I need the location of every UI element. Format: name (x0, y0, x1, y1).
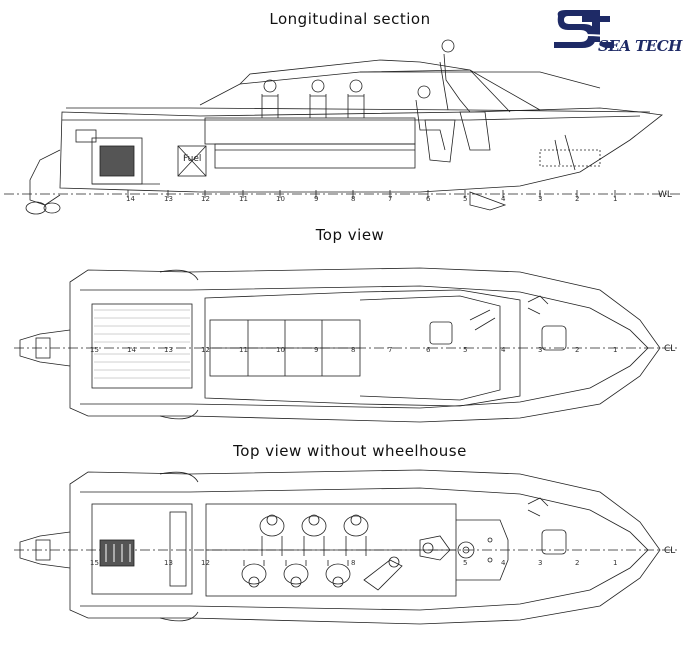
svg-text:2: 2 (575, 195, 579, 203)
waterline-label: WL (658, 190, 672, 200)
svg-text:5: 5 (463, 346, 467, 354)
svg-text:3: 3 (538, 346, 542, 354)
fuel-label: Fuel (183, 154, 201, 164)
station-numbers-bottom: 15 13 12 8 5 4 3 2 1 (90, 559, 617, 567)
svg-text:13: 13 (164, 346, 173, 354)
svg-text:2: 2 (575, 559, 579, 567)
svg-text:12: 12 (201, 346, 210, 354)
svg-text:5: 5 (463, 559, 467, 567)
svg-text:4: 4 (501, 559, 506, 567)
svg-text:9: 9 (314, 195, 318, 203)
svg-text:12: 12 (201, 559, 210, 567)
longitudinal-section (4, 39, 680, 215)
passengers (261, 39, 471, 151)
top-view-no-wheelhouse (14, 469, 680, 625)
svg-text:6: 6 (426, 195, 431, 203)
svg-text:10: 10 (276, 195, 285, 203)
svg-text:9: 9 (314, 346, 318, 354)
svg-text:1: 1 (613, 195, 617, 203)
svg-text:7: 7 (388, 346, 392, 354)
st-mark-icon (552, 10, 623, 48)
svg-text:11: 11 (239, 195, 248, 203)
section-title-top-view: Top view (315, 226, 385, 244)
svg-text:14: 14 (126, 195, 135, 203)
svg-text:13: 13 (164, 559, 173, 567)
seatech-logo-text: SEA TECH (598, 37, 682, 55)
svg-text:4: 4 (501, 195, 506, 203)
station-numbers-side: 14 13 12 11 10 9 8 7 6 5 4 3 2 1 (126, 195, 617, 203)
svg-text:8: 8 (351, 559, 355, 567)
station-numbers-top: 15 14 13 12 11 10 9 8 7 6 5 4 3 2 1 (90, 346, 617, 354)
svg-text:1: 1 (613, 559, 617, 567)
svg-text:1: 1 (613, 346, 617, 354)
svg-text:15: 15 (90, 346, 99, 354)
svg-text:15: 15 (90, 559, 99, 567)
hull-outline-top (69, 267, 661, 423)
helm-station (456, 519, 509, 581)
svg-text:14: 14 (127, 346, 136, 354)
svg-text:7: 7 (388, 195, 392, 203)
section-title-top-view-no-wheelhouse: Top view without wheelhouse (233, 442, 467, 460)
svg-text:6: 6 (426, 346, 431, 354)
top-view (14, 267, 680, 423)
engine (75, 129, 160, 185)
fuel-tank (177, 145, 207, 177)
svg-text:2: 2 (575, 346, 579, 354)
hatch-forward (429, 321, 453, 345)
svg-text:10: 10 (276, 346, 285, 354)
svg-text:11: 11 (239, 346, 248, 354)
outdrive (29, 149, 61, 206)
wheelhouse-roof-top (204, 289, 521, 407)
aft-deck-top (91, 303, 193, 389)
engine-room (91, 503, 193, 595)
section-title-longitudinal: Longitudinal section (269, 10, 431, 28)
seated-passengers (241, 514, 451, 591)
svg-text:3: 3 (538, 195, 542, 203)
svg-text:8: 8 (351, 195, 355, 203)
centerline-label-bottom: CL (664, 546, 675, 556)
hull-outline-bottom (69, 469, 661, 625)
centerline-label-top: CL (664, 344, 675, 354)
svg-text:8: 8 (351, 346, 355, 354)
svg-text:3: 3 (538, 559, 542, 567)
svg-text:5: 5 (463, 195, 467, 203)
station-ticks-side (127, 190, 616, 198)
seatech-logo (552, 10, 623, 48)
svg-text:4: 4 (501, 346, 506, 354)
svg-text:13: 13 (164, 195, 173, 203)
seat-module (204, 117, 416, 145)
svg-text:12: 12 (201, 195, 210, 203)
